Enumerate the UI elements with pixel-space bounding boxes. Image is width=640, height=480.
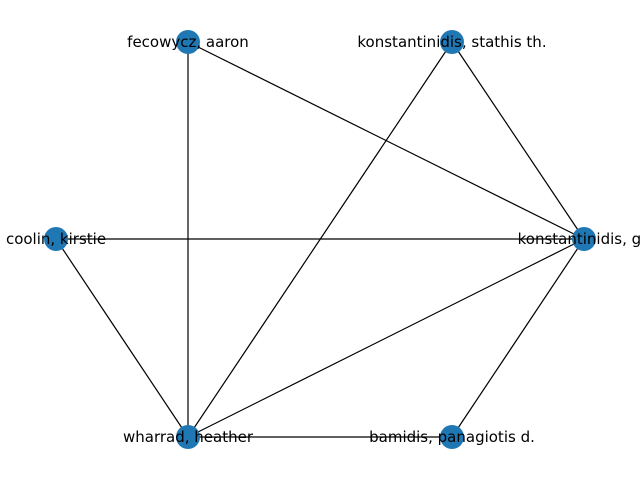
- labels-layer: fecowycz, aaron konstantinidis, stathis t…: [6, 33, 640, 446]
- edge-konstantinidis_ge-bamidis: [451, 238, 585, 438]
- node-konstantinidis_ge: [572, 227, 596, 251]
- edge-coolin-wharrad: [55, 238, 189, 438]
- edge-wharrad-konstantinidis_ge: [187, 238, 585, 438]
- node-konstantinidis_stathis: [440, 30, 464, 54]
- node-label-coolin: coolin, kirstie: [6, 230, 106, 248]
- node-fecowycz: [176, 30, 200, 54]
- edge-konstantinidis_stathis-konstantinidis_ge: [451, 41, 585, 240]
- node-label-konstantinidis_stathis: konstantinidis, stathis th.: [357, 33, 546, 51]
- nodes-layer: [44, 30, 596, 449]
- node-label-wharrad: wharrad, heather: [123, 428, 254, 446]
- node-label-konstantinidis_ge: konstantinidis, ge: [518, 230, 640, 248]
- node-coolin: [44, 227, 68, 251]
- node-wharrad: [176, 425, 200, 449]
- node-label-fecowycz: fecowycz, aaron: [127, 33, 249, 51]
- edges-layer: [55, 41, 585, 438]
- node-bamidis: [440, 425, 464, 449]
- node-label-bamidis: bamidis, panagiotis d.: [369, 428, 535, 446]
